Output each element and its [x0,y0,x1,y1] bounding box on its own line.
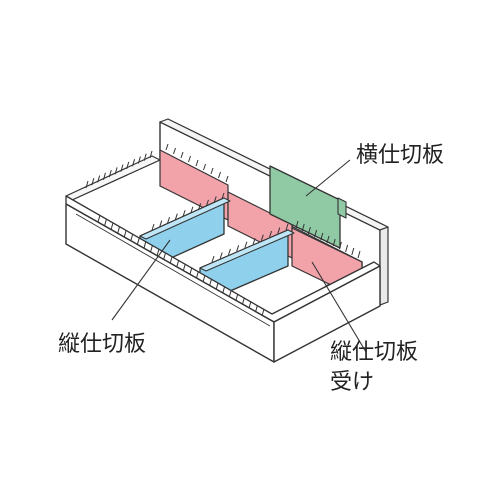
blue-divider-tooth [236,245,240,252]
pink-rail-tooth [188,155,191,163]
holder-rail-tooth [314,229,318,238]
blue-divider-tooth [277,227,281,234]
blue-panel-1-top [139,197,231,240]
pink-rail-tooth [173,147,176,155]
blue-divider-tooth [174,213,178,220]
holder-rail-teeth [295,220,361,259]
front-rail-tooth [156,248,160,256]
blue-divider-tooth [198,203,202,210]
leader-vertical-divider [111,239,171,321]
front-rail-tooth [143,241,147,249]
left-rail-tooth [102,172,106,180]
left-rail-tooth [149,150,153,159]
front-rail-tooth [182,263,186,272]
front-rail-tooth [215,282,219,290]
blue-divider-tooth [151,223,155,231]
blue-divider-tooth [244,241,248,248]
blue-divider-tooth [182,210,186,217]
holder-rail-tooth [307,226,311,235]
front-rail-tooth [136,237,140,245]
label-vertical-divider-holder-line2: 受け [330,370,374,395]
pink-rail-tooth [180,151,184,159]
front-rail-tooth [254,305,258,313]
left-rail-tooth [114,167,118,175]
front-rail-tooth [97,214,101,223]
blue-divider-tooth [227,248,231,256]
blue-divider-tooth [252,238,256,245]
left-rail-teeth [85,143,229,189]
front-rail-tooth [176,259,180,268]
drawer-front [65,195,381,363]
green-panel-tab [337,197,347,219]
front-rail-tooth [228,290,232,298]
holder-rail-tooth [326,235,330,244]
left-rail-tooth [137,156,141,164]
holder-rail-tooth [338,241,342,250]
pink-rail-tooth [203,163,206,171]
pink-rail-tooth [225,175,229,183]
blue-divider-tooth [269,230,273,238]
blue-divider-teeth [151,192,289,263]
front-rail-tooth [195,271,199,279]
pink-rail-tooth [210,167,214,175]
front-rail-teeth [97,214,265,317]
front-rail-tooth [189,267,193,275]
blue-divider-tooth [260,234,264,241]
holder-rail-tooth [301,223,305,232]
left-rail-tooth [97,175,101,183]
left-rail-tooth [126,161,130,170]
blue-divider-tooth [211,255,215,263]
holder-rail-tooth [320,232,324,241]
holder-rail-tooth [345,244,349,253]
blue-divider-tooth [159,220,163,227]
left-rail-tooth [143,153,147,161]
blue-divider-tooth [219,252,223,259]
leader-horizontal-divider [305,159,351,197]
drawer-right-side-face [273,265,381,363]
blue-divider-tooth [213,196,217,203]
holder-rail-tooth [332,238,336,247]
left-rail-tooth [85,180,89,189]
label-horizontal-divider: 横仕切板 [356,143,444,168]
front-rail-tooth [209,278,213,287]
front-rail-tooth [169,256,173,264]
left-rail-tooth [120,164,124,172]
left-rail-tooth [132,159,136,167]
pink-rail-tooth [195,159,199,167]
label-vertical-divider: 縦仕切板 [58,332,146,357]
front-rail-tooth [149,244,153,253]
front-rail-tooth [248,301,252,309]
leader-vertical-divider-holder [311,261,367,353]
holder-rail-tooth [295,220,299,229]
front-rail-tooth [163,252,167,260]
front-rail-tooth [241,297,245,305]
back-panel-side-edge [379,226,389,306]
blue-divider-tooth [205,199,209,207]
front-rail-tooth [117,226,121,234]
pink-rail-tooth [165,143,169,151]
front-rail-tooth [130,233,134,241]
holder-rail-tooth [351,247,355,256]
label-vertical-divider-holder-line1: 縦仕切板 [330,340,418,365]
left-rail-tooth [108,169,112,178]
blue-divider-tooth [167,216,171,224]
blue-divider-tooth [221,192,225,200]
front-rail-tooth [235,293,239,302]
holder-rail-tooth [357,250,361,259]
front-rail-tooth [123,229,127,238]
front-rail-tooth [110,222,114,230]
left-rail-tooth [91,178,95,186]
blue-divider-tooth [190,206,194,213]
front-rail-tooth [222,286,226,294]
front-rail-tooth [104,218,108,226]
blue-divider-tooth [285,223,289,231]
pink-rail-tooth [218,171,221,179]
front-rail-tooth [202,275,206,283]
front-rail-tooth [261,308,265,317]
blue-panel-2-top [199,229,295,272]
drawer-front-inner-line [75,213,271,327]
